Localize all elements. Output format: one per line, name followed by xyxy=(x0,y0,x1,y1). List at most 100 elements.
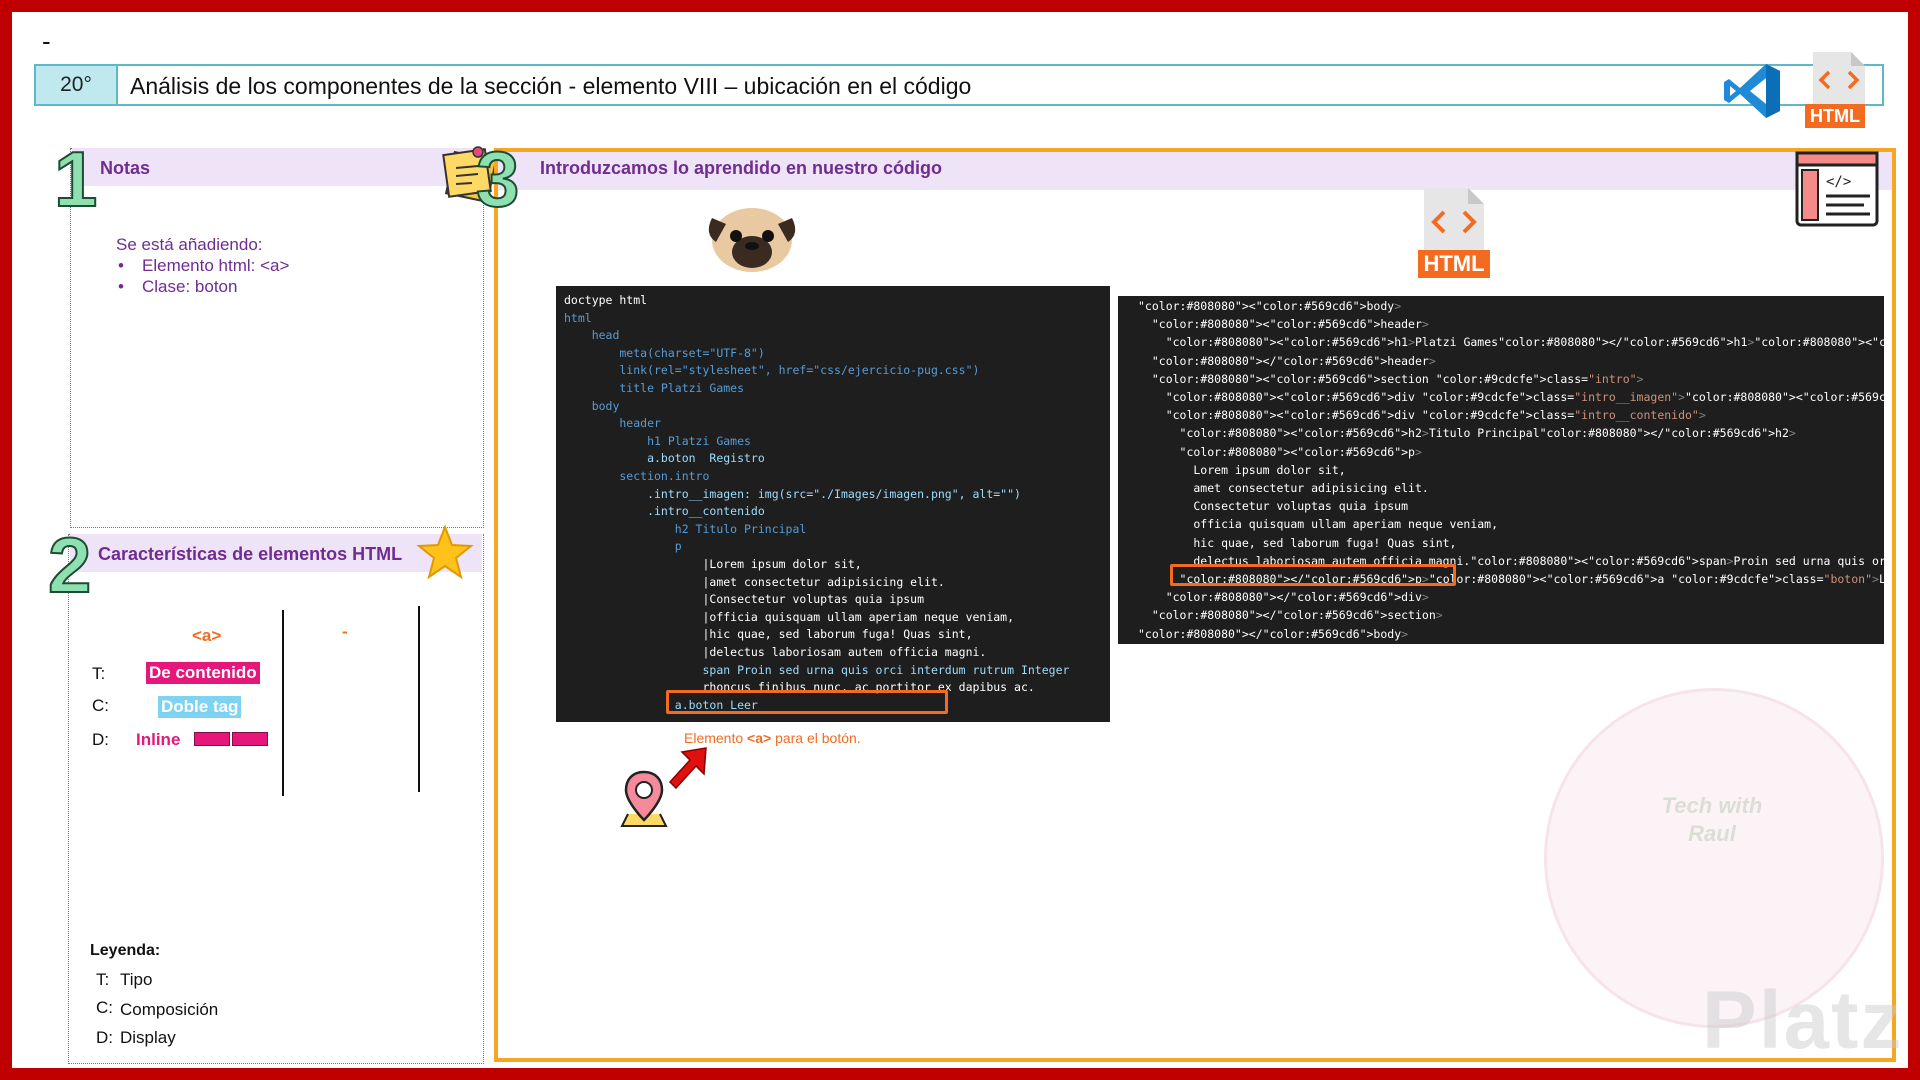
pug-code-line: doctype html xyxy=(564,293,648,307)
html-code-line: "color:#808080"><"color:#569cd6">div "co… xyxy=(1165,390,1884,404)
html-code-line: officia quisquam ullam aperiam neque ven… xyxy=(1138,517,1499,532)
html-code-editor: "color:#808080"><"color:#569cd6">body> "… xyxy=(1118,296,1884,644)
html-code-line: "color:#808080"><"color:#569cd6">div "co… xyxy=(1165,408,1706,423)
pug-code-line: |amet consectetur adipisicing elit. xyxy=(564,574,945,589)
pug-code-line: span Proin sed urna quis orci interdum r… xyxy=(564,662,1070,677)
pug-code-line: |hic quae, sed laborum fuga! Quas sint, xyxy=(564,627,973,642)
legend-title: Leyenda: xyxy=(90,942,161,959)
html-code-line: "color:#808080"><"color:#569cd6">p> xyxy=(1179,444,1422,459)
composicion-value: Doble tag xyxy=(158,696,242,718)
inline-block-glyph xyxy=(232,732,268,746)
legend-value: Display xyxy=(120,1028,176,1047)
arrow-icon xyxy=(668,747,707,790)
characteristics-number: 2 xyxy=(47,521,92,609)
svg-text:</>: </> xyxy=(1826,174,1851,190)
sticky-note-icon xyxy=(442,146,498,204)
slide-title: Análisis de los componentes de la secció… xyxy=(130,73,972,99)
star-icon xyxy=(416,524,474,580)
notes-list: Elemento html: <a> Clase: boton xyxy=(116,255,289,297)
pug-code-editor: doctype html html head meta(charset="UTF-… xyxy=(556,286,1110,722)
code-section-header xyxy=(498,152,1892,190)
characteristics-title: Características de elementos HTML xyxy=(98,544,403,564)
html-code-line: "color:#808080"><"color:#569cd6">section… xyxy=(1151,371,1644,386)
pug-highlight-box xyxy=(666,690,948,714)
pug-code-line: |Consectetur voluptas quia ipsum xyxy=(564,592,925,607)
pug-code-line: a.boton Leer xyxy=(564,697,758,712)
notes-header xyxy=(72,148,482,186)
pug-code-line: |officia quisquam ullam aperiam neque ve… xyxy=(564,609,1015,624)
code-annotation: Elemento <a> para el botón. xyxy=(684,730,861,746)
pug-code-line: h2 Titulo Principal xyxy=(564,521,807,536)
html-code-line: "color:#808080"><"color:#569cd6">h2>Titu… xyxy=(1179,426,1796,441)
platzi-watermark: Platzi xyxy=(1702,975,1908,1066)
pug-code-line: p xyxy=(564,539,682,554)
html-code-line: "color:#808080"><"color:#569cd6">header> xyxy=(1151,317,1429,332)
annotation-tag: <a> xyxy=(747,730,772,746)
slide-number: 20° xyxy=(36,66,118,104)
pug-code-line: |Lorem ipsum dolor sit, xyxy=(564,557,862,571)
code-section-number: 3 xyxy=(475,135,520,223)
tipo-value: De contenido xyxy=(146,662,260,684)
html-code-line: hic quae, sed laborum fuga! Quas sint, xyxy=(1138,535,1457,550)
characteristics-header xyxy=(70,534,482,572)
notes-title: Notas xyxy=(100,158,151,178)
row-key-composicion: C: xyxy=(92,696,109,715)
legend-key: T: xyxy=(96,970,110,989)
notes-number: 1 xyxy=(53,135,98,223)
html-file-icon: HTML xyxy=(1416,186,1492,278)
slide-dash: - xyxy=(42,26,51,56)
html-code-line: "color:#808080"><"color:#569cd6">body> xyxy=(1138,299,1402,313)
pug-code-line: meta(charset="UTF-8") xyxy=(564,345,765,360)
slide: - 20° Análisis de los componentes de la … xyxy=(12,12,1908,1068)
notes-intro: Se está añadiendo: xyxy=(116,235,263,254)
header-bar: 20° Análisis de los componentes de la se… xyxy=(34,64,1884,106)
vscode-icon xyxy=(1724,64,1780,118)
notes-item: Elemento html: <a> xyxy=(116,255,289,276)
html-code-line: "color:#808080"></"color:#569cd6">header… xyxy=(1151,353,1436,368)
display-value: Inline xyxy=(136,730,181,749)
html-code-line: "color:#808080"><"color:#569cd6">h1>Plat… xyxy=(1165,335,1884,350)
annotation-suffix: para el botón. xyxy=(771,730,861,746)
html-code-line: amet consectetur adipisicing elit. xyxy=(1138,481,1429,495)
column-divider xyxy=(418,606,420,792)
pug-code-line: head xyxy=(564,328,620,343)
legend-key: C: xyxy=(96,998,113,1017)
html-code-line: "color:#808080"></"color:#569cd6">body> xyxy=(1138,626,1409,641)
code-window-icon: </> xyxy=(1795,151,1879,227)
html-code-line: Consectetur voluptas quia ipsum xyxy=(1138,499,1409,514)
code-section-frame xyxy=(494,148,1896,1062)
inline-block-glyph xyxy=(194,732,230,746)
notes-item: Clase: boton xyxy=(116,276,289,297)
html-code-line: "color:#808080"></"color:#569cd6">div> xyxy=(1165,590,1429,605)
html-code-line: Lorem ipsum dolor sit, xyxy=(1138,462,1346,477)
legend-value: Tipo xyxy=(120,970,153,989)
pug-code-line: .intro__contenido xyxy=(564,504,765,519)
row-key-display: D: xyxy=(92,730,109,749)
pug-icon xyxy=(708,208,796,272)
html-code-line: "color:#808080"></"color:#569cd6">sectio… xyxy=(1151,608,1443,623)
pug-code-line: h1 Platzi Games xyxy=(564,433,751,448)
pug-code-line: html xyxy=(564,310,592,325)
html-file-icon: HTML xyxy=(1805,50,1869,128)
pug-code-line: body xyxy=(564,398,620,413)
html-highlight-box xyxy=(1170,564,1456,586)
annotation-prefix: Elemento xyxy=(684,730,748,746)
html-badge: HTML xyxy=(1418,250,1490,278)
legend-key: D: xyxy=(96,1028,113,1047)
notes-content: Se está añadiendo: Elemento html: <a> Cl… xyxy=(116,234,289,297)
html-badge: HTML xyxy=(1805,104,1865,128)
code-section-title: Introduzcamos lo aprendido en nuestro có… xyxy=(540,158,943,178)
pug-code-line: |delectus laboriosam autem officia magni… xyxy=(564,645,987,659)
html-code-line: "color:#808080"></"color:#569cd6">p>"col… xyxy=(1179,572,1884,586)
watermark-logo xyxy=(1544,688,1884,1028)
column-divider xyxy=(282,610,284,796)
watermark-logo-text: Tech with Raul xyxy=(1661,793,1763,846)
pug-code-line: title Platzi Games xyxy=(564,381,745,395)
legend-value: Composición xyxy=(120,1000,219,1019)
pug-code-line: .intro__imagen: img(src="./Images/imagen… xyxy=(564,486,1021,501)
col-a-header: <a> xyxy=(192,626,222,645)
location-pin-icon xyxy=(620,770,668,827)
col-dash-header: - xyxy=(342,622,348,641)
pug-code-line: header xyxy=(564,416,661,431)
pug-code-line: a.boton Registro xyxy=(564,451,765,466)
